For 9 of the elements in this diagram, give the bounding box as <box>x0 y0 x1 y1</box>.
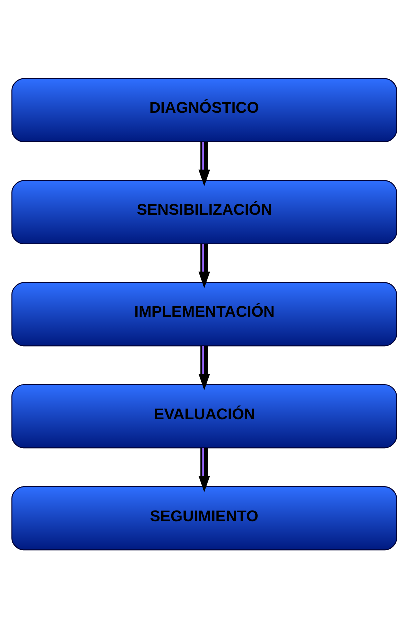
node-box: IMPLEMENTACIÓN <box>12 282 398 347</box>
node-box: DIAGNÓSTICO <box>12 78 398 143</box>
arrow <box>198 142 210 186</box>
arrow <box>198 244 210 288</box>
node-box: SEGUIMIENTO <box>12 486 398 551</box>
node-box: EVALUACIÓN <box>12 384 398 449</box>
arrow <box>198 448 210 493</box>
node-box: SENSIBILIZACIÓN <box>12 180 398 245</box>
arrow <box>198 346 210 391</box>
